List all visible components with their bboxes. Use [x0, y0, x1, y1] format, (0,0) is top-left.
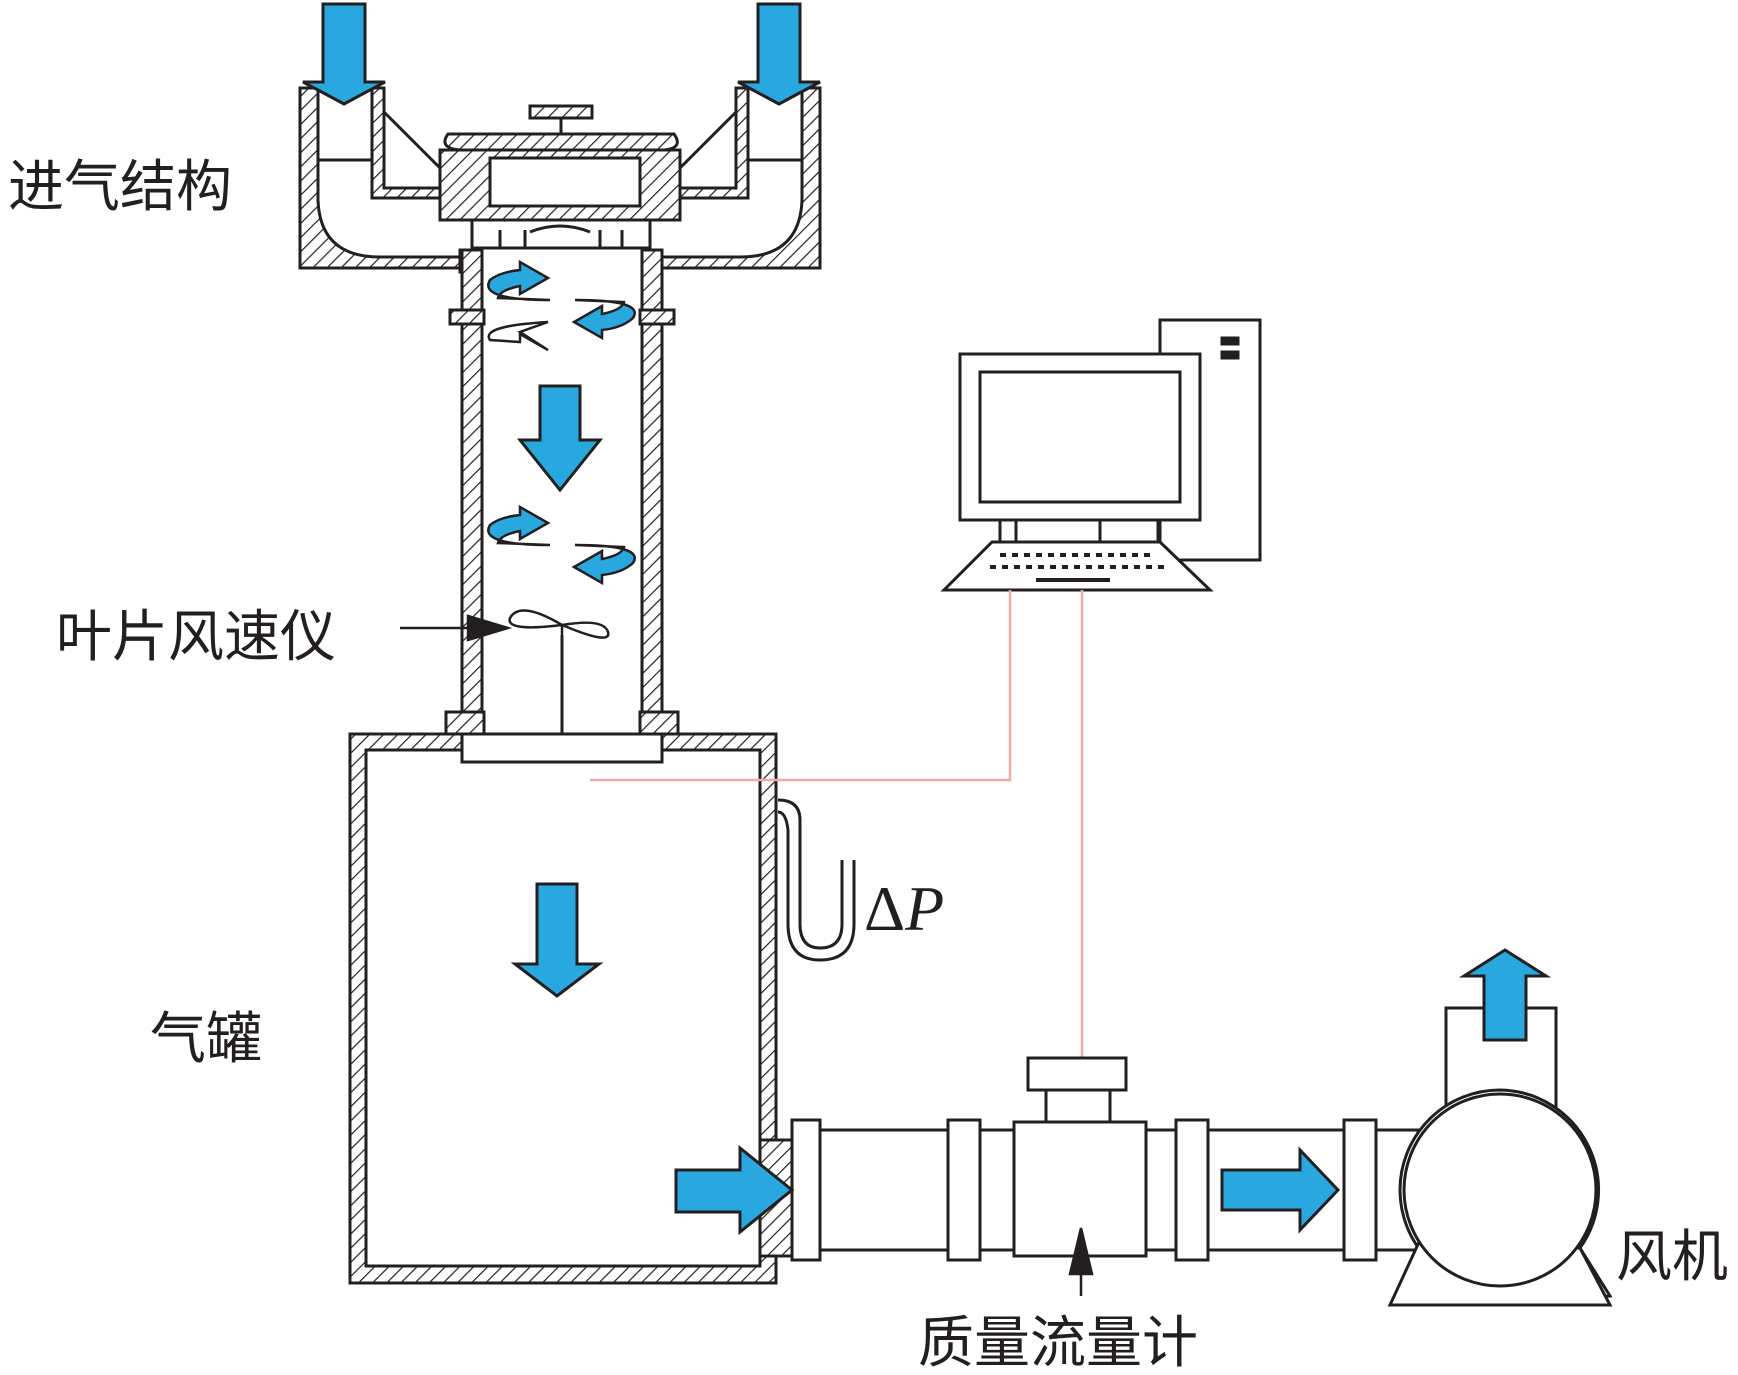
swirl-icon: [487, 504, 636, 586]
right-arrow-icon: [674, 1144, 1341, 1236]
intake-right-bowl: [658, 86, 822, 270]
signal-cable: [590, 590, 1084, 1058]
intake-left-bowl: [298, 86, 462, 270]
anemometer-pointer-icon: [400, 614, 513, 642]
label-pressure-difference: ΔP: [864, 873, 944, 944]
pipeline: [790, 1006, 1613, 1307]
flowmeter-head: [1026, 1056, 1128, 1092]
down-arrow-icon: [302, 2, 821, 998]
swirl-icon: [487, 259, 636, 352]
label-vane-anemometer: 叶片风速仪: [56, 605, 336, 670]
label-air-tank: 气罐: [150, 1007, 262, 1072]
label-fan: 风机: [1616, 1225, 1728, 1290]
label-intake-structure: 进气结构: [8, 155, 232, 220]
manometer-u-tube: [777, 798, 856, 962]
propeller-icon: [508, 609, 610, 639]
label-mass-flowmeter: 质量流量计: [918, 1311, 1198, 1375]
computer-icon: [940, 318, 1262, 592]
intake-knob: [528, 104, 594, 120]
intake-structure: [298, 86, 822, 274]
flowmeter-pointer-icon: [1068, 1227, 1094, 1296]
up-arrow-icon: [1458, 948, 1552, 1042]
